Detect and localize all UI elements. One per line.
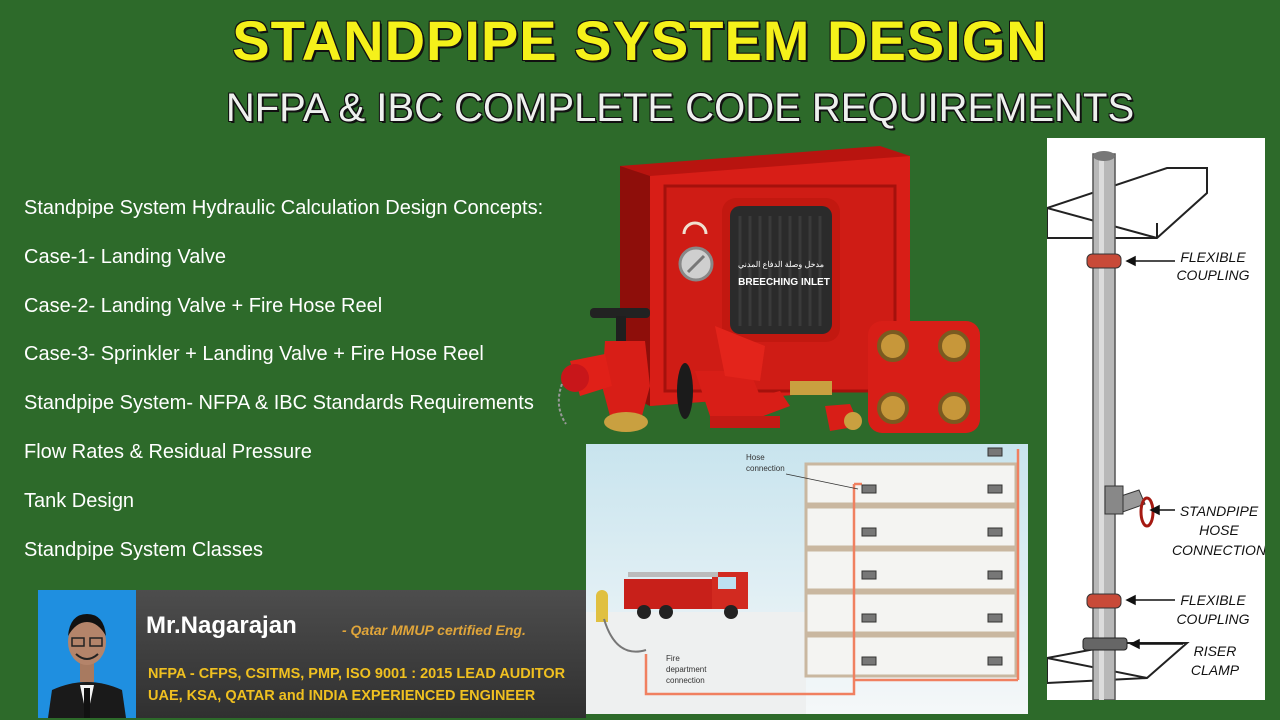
presenter-credentials: NFPA - CFPS, CSITMS, PMP, ISO 9001 : 201… (148, 666, 566, 682)
flexible-coupling-bottom-label: FLEXIBLE (1180, 592, 1246, 608)
page-subtitle: NFPA & IBC COMPLETE CODE REQUIREMENTS (225, 86, 1135, 130)
flexible-coupling-top-label: FLEXIBLE (1180, 249, 1246, 265)
presenter-name: Mr.Nagarajan (146, 612, 297, 639)
avatar (38, 590, 136, 718)
riser-clamp-label: RISER (1194, 643, 1237, 659)
hose-connection-label: HOSE (1199, 522, 1239, 538)
topic-item: Tank Design (24, 489, 135, 512)
topic-item: Standpipe System Hydraulic Calculation D… (24, 197, 544, 219)
presenter-info: Mr.Nagarajan - Qatar MMUP certified Eng.… (136, 590, 586, 718)
hose-connection-label: Hose (746, 453, 765, 462)
topic-list: Standpipe System Hydraulic Calculation D… (24, 196, 564, 586)
topic-item: Standpipe System Classes (24, 538, 264, 561)
hose-connection-label: STANDPIPE (1180, 503, 1259, 519)
riser-clamp-label: CLAMP (1191, 662, 1240, 678)
fdc-label: Fire (666, 654, 680, 663)
topic-item: Case-1- Landing Valve (24, 245, 226, 268)
fdc-label: department (666, 665, 707, 674)
presenter-experience: UAE, KSA, QATAR and INDIA EXPERIENCED EN… (148, 688, 536, 704)
flexible-coupling-top-label: COUPLING (1176, 267, 1249, 283)
cabinet-label: BREECHING INLET (738, 277, 830, 288)
topic-item: Case-3- Sprinkler + Landing Valve + Fire… (24, 343, 484, 366)
cabinet-arabic-label: مدخل وصلة الدفاع المدني (738, 260, 824, 269)
presenter-certification: - Qatar MMUP certified Eng. (342, 622, 526, 638)
presenter-banner: Mr.Nagarajan - Qatar MMUP certified Eng.… (38, 590, 586, 718)
riser-diagram: FLEXIBLE COUPLING STANDPIPE HOSE CONNECT… (1046, 138, 1267, 701)
page-title: STANDPIPE SYSTEM DESIGN (232, 9, 1048, 72)
hose-connection-label: connection (746, 464, 785, 473)
topic-item: Standpipe System- NFPA & IBC Standards R… (24, 392, 534, 415)
topic-item: Flow Rates & Residual Pressure (24, 440, 312, 463)
breeching-inlet-image: مدخل وصلة الدفاع المدني BREECHING INLET (550, 136, 990, 436)
hose-connection-label: CONNECTION (1172, 542, 1265, 558)
fdc-label: connection (666, 676, 705, 685)
building-standpipe-diagram: Hose connection Fire department connecti… (586, 444, 1028, 714)
flexible-coupling-bottom-label: COUPLING (1176, 611, 1249, 627)
topic-item: Case-2- Landing Valve + Fire Hose Reel (24, 294, 383, 317)
